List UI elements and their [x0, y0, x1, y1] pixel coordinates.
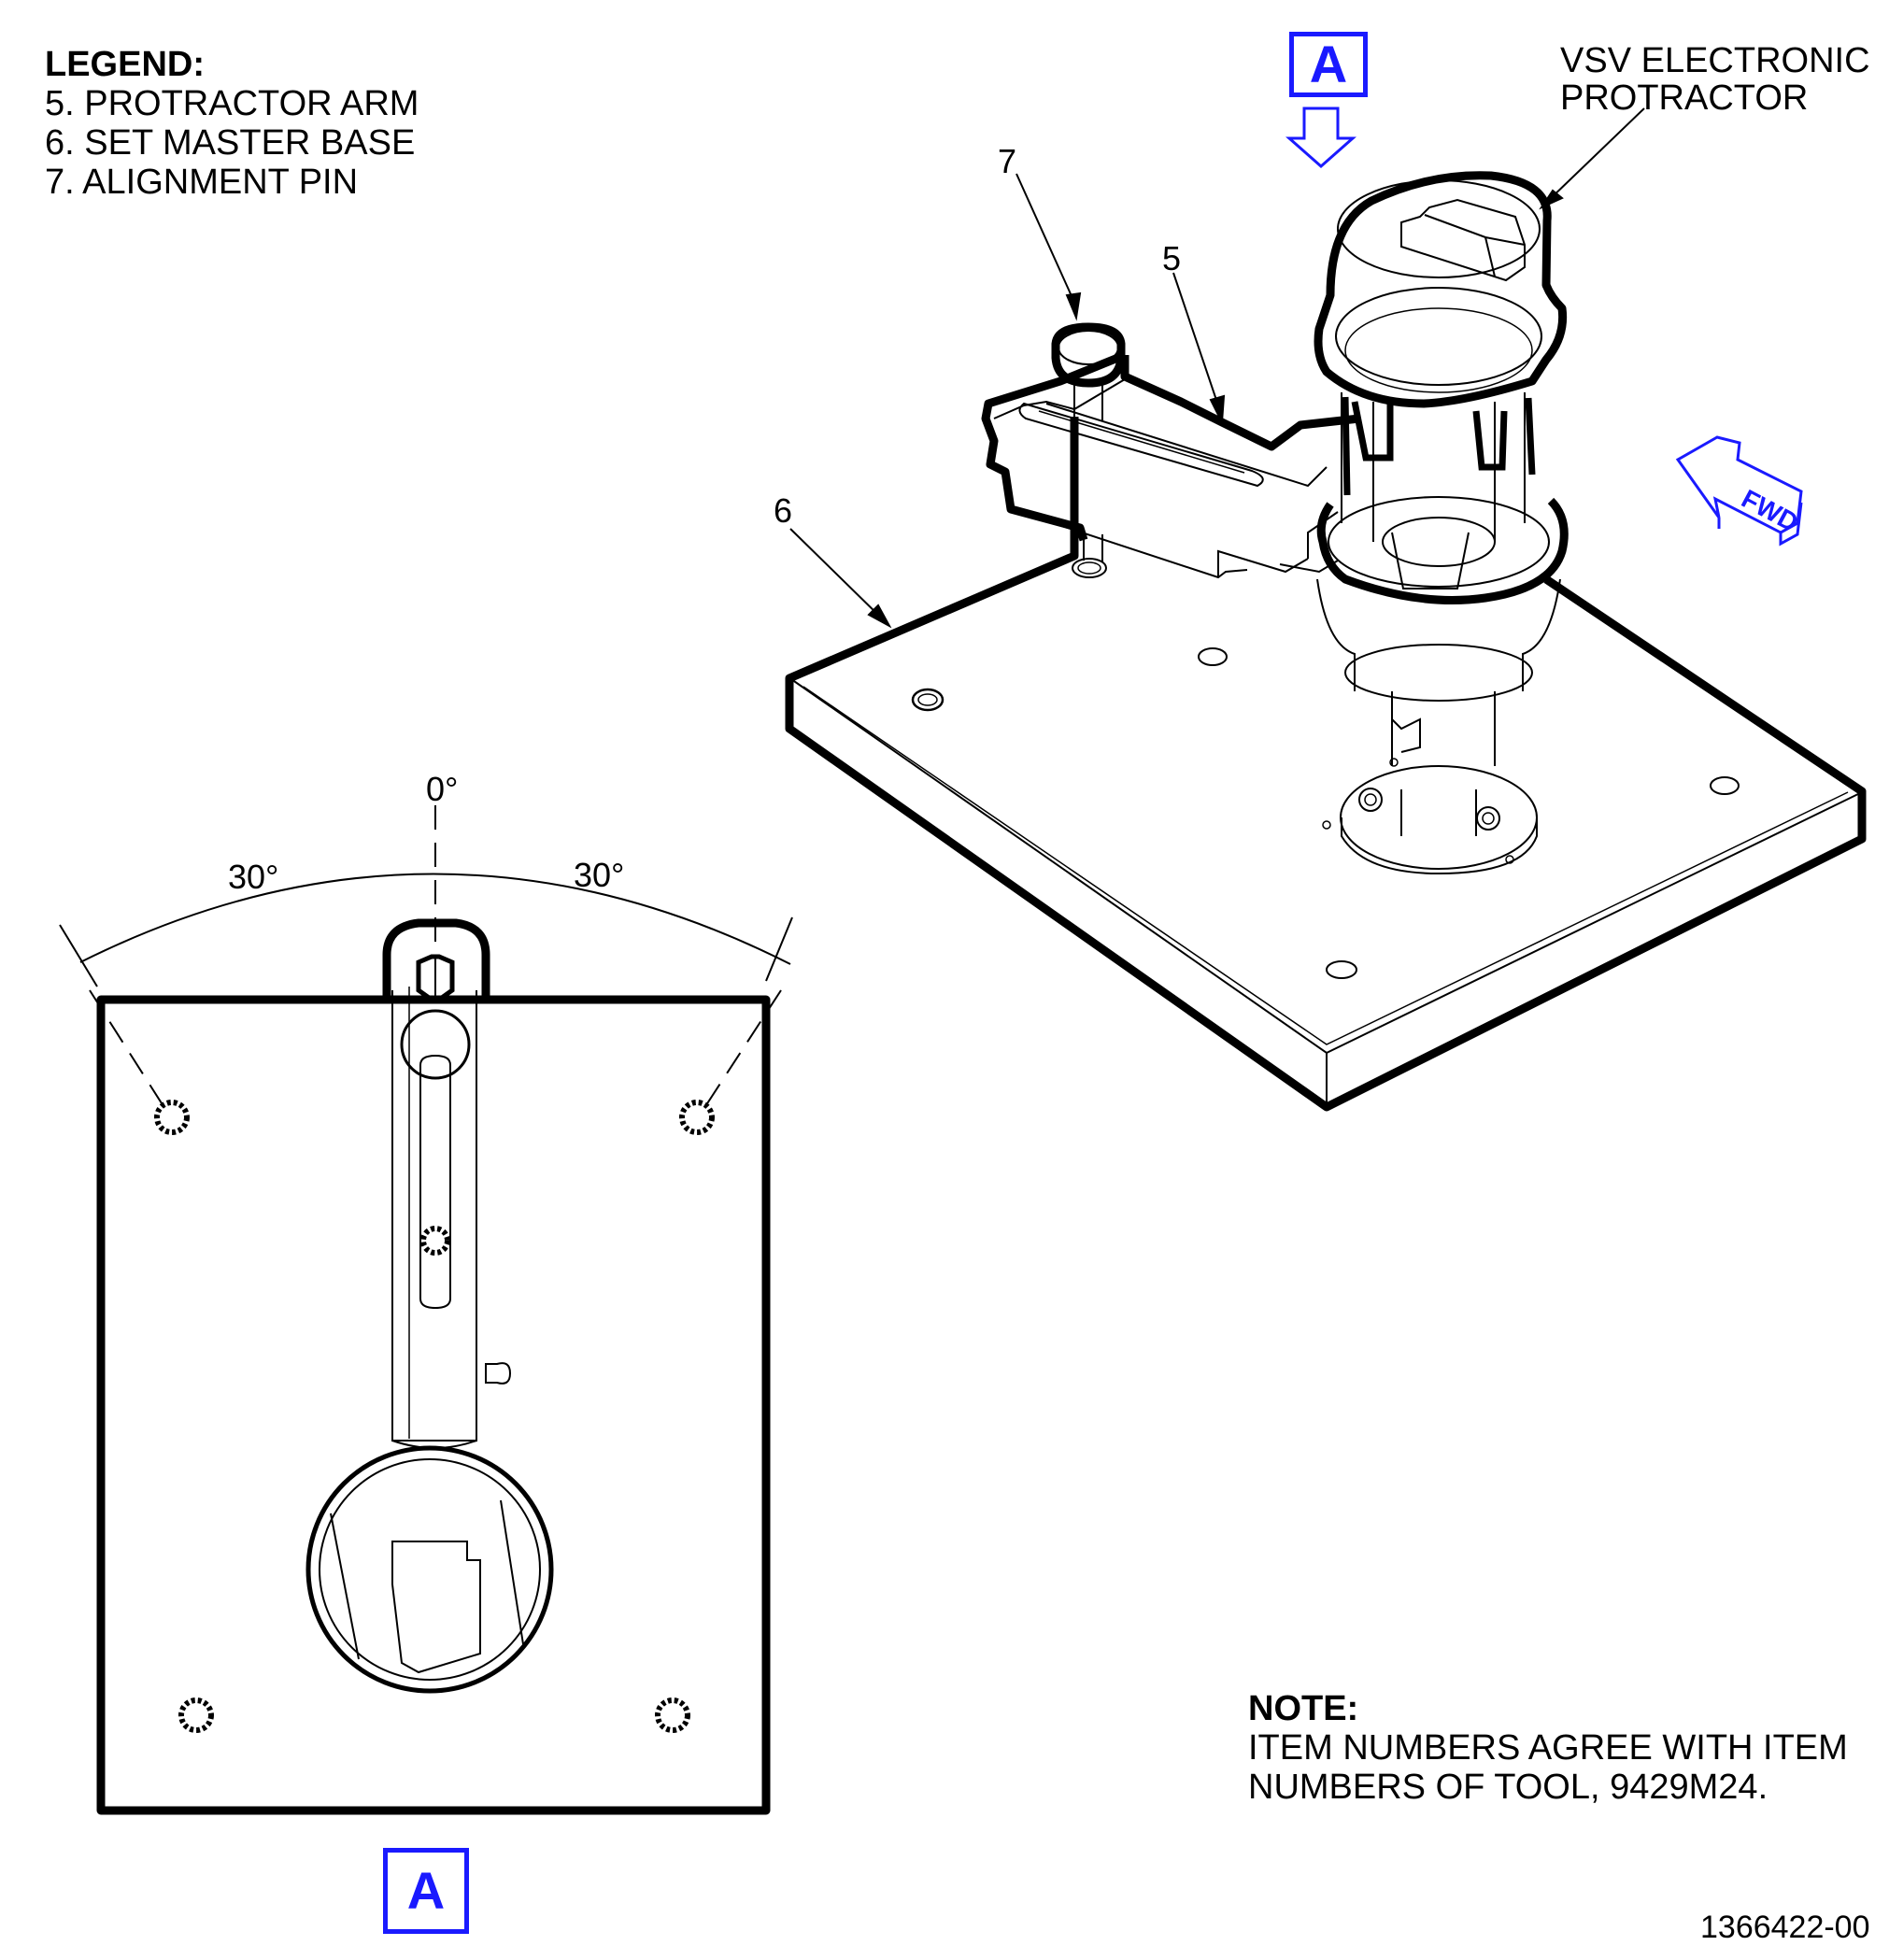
view-a-plan	[96, 918, 771, 1815]
note-line-2: NUMBERS OF TOOL, 9429M24.	[1248, 1768, 1768, 1807]
plan-screw-top-left	[154, 1100, 190, 1135]
plan-protractor-housing	[305, 1445, 554, 1694]
fwd-arrow-icon	[1675, 435, 1803, 547]
callout-item-6: 6	[774, 491, 793, 530]
angle-indicator	[59, 805, 793, 1115]
plan-screw-slot	[420, 1226, 450, 1256]
angle-label-center: 0°	[426, 770, 459, 808]
legend-item-alignment-pin: 7. ALIGNMENT PIN	[45, 163, 359, 202]
plan-screw-top-right	[679, 1100, 715, 1135]
plan-alignment-pin	[400, 1009, 471, 1080]
pin-hole	[1072, 558, 1107, 578]
plan-screw-bottom-right	[655, 1697, 690, 1733]
leader-lines	[789, 107, 1645, 629]
view-a-marker-top: A	[1289, 32, 1368, 97]
view-a-marker-bottom: A	[383, 1848, 469, 1934]
callout-item-5: 5	[1162, 239, 1182, 277]
angle-label-left: 30°	[228, 858, 279, 896]
base-hole-2	[1198, 647, 1228, 666]
base-hole-3	[1710, 776, 1740, 795]
callout-item-7: 7	[998, 142, 1017, 180]
note-line-1: ITEM NUMBERS AGREE WITH ITEM	[1248, 1728, 1848, 1768]
legend-item-set-master-base: 6. SET MASTER BASE	[45, 123, 416, 163]
angle-label-right: 30°	[574, 856, 625, 894]
vsv-electronic-protractor-isometric	[1314, 171, 1569, 875]
view-a-direction-arrow	[1285, 107, 1356, 169]
base-hole-4	[1326, 960, 1357, 979]
alignment-pin-isometric	[1051, 322, 1126, 562]
protractor-arm-isometric	[981, 350, 1360, 579]
figure-number: 1366422-00	[1700, 1910, 1870, 1945]
legend-heading: LEGEND:	[45, 45, 205, 84]
protractor-label-line1: VSV ELECTRONIC	[1560, 41, 1870, 80]
legend-item-protractor-arm: 5. PROTRACTOR ARM	[45, 84, 419, 123]
note-heading: NOTE:	[1248, 1689, 1359, 1728]
protractor-label-line2: PROTRACTOR	[1560, 78, 1809, 118]
plan-screw-bottom-left	[178, 1697, 214, 1733]
base-hole-1	[911, 688, 944, 712]
set-master-base-isometric	[785, 417, 1867, 1112]
